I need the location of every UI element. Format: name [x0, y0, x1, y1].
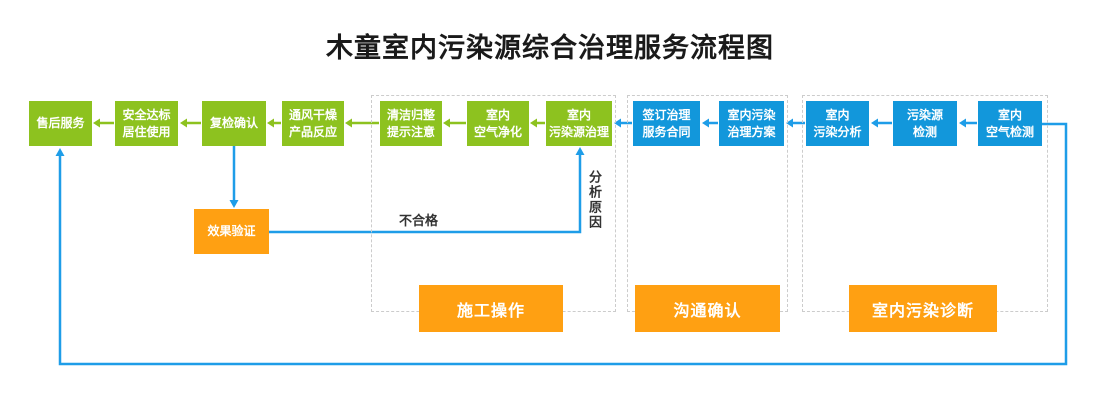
fail-feedback-line: [269, 147, 585, 234]
annotation-analyze-reason: 分析原因: [586, 170, 601, 230]
node-sign-service-contract: 签订治理 服务合同: [633, 101, 700, 146]
blue-arrows: [614, 118, 977, 128]
node-effect-verification: 效果验证: [194, 209, 269, 254]
green-arrows: [93, 118, 545, 128]
annotation-fail: 不合格: [399, 214, 439, 229]
stage-label-construction-operation: 施工操作: [419, 285, 563, 332]
node-recheck-confirm: 复检确认: [202, 101, 266, 146]
node-indoor-pollution-analysis: 室内 污染分析: [806, 101, 869, 146]
recheck-to-verify-arrow: [229, 146, 239, 208]
node-pollution-source-detection: 污染源 检测: [893, 101, 957, 146]
blue-arrowheads: [614, 118, 966, 128]
page-title: 木童室内污染源综合治理服务流程图: [326, 33, 774, 64]
node-after-sales-service: 售后服务: [29, 101, 92, 146]
stage-label-communication-confirmation: 沟通确认: [635, 285, 780, 332]
detection-to-aftersales-line: [55, 122, 1068, 366]
node-cleanup-tidy: 清洁归整 提示注意: [380, 101, 442, 146]
green-arrowheads: [93, 118, 537, 128]
node-indoor-air-detection: 室内 空气检测: [978, 101, 1042, 146]
node-pollution-source-treatment: 室内 污染源治理: [546, 101, 612, 146]
node-treatment-plan: 室内污染 治理方案: [719, 101, 784, 146]
node-indoor-air-purification: 室内 空气净化: [467, 101, 529, 146]
node-safety-compliant-living-use: 安全达标 居住使用: [115, 101, 178, 146]
stage-label-indoor-pollution-diagnosis: 室内污染诊断: [849, 285, 997, 332]
node-ventilation-drying: 通风干燥 产品反应: [282, 101, 344, 146]
